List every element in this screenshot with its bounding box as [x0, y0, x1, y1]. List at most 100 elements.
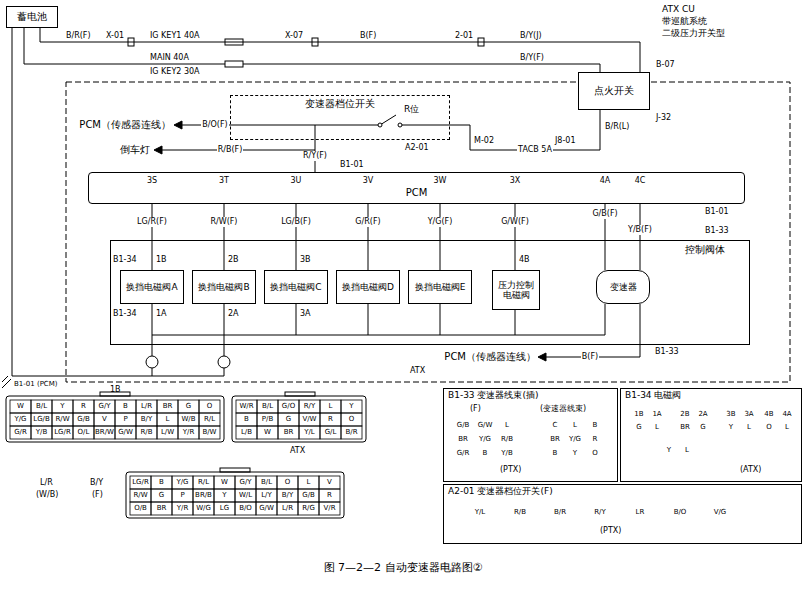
wire-label: (F)	[470, 404, 481, 413]
pin-cell	[256, 489, 277, 502]
pin-cell-label: R/B	[136, 426, 157, 439]
pin-cell	[130, 489, 151, 502]
pin-cell	[341, 400, 362, 413]
pin-cell-label: B/L	[257, 400, 278, 413]
wire-label: (F)	[92, 490, 103, 499]
arrow-head	[538, 353, 546, 361]
pin-cell-label: W	[10, 400, 31, 413]
wire-color-label: R/W(F)	[209, 217, 238, 226]
pin-cell-label: 2A	[694, 408, 712, 421]
wire-label: (ATX)	[740, 465, 761, 474]
pin-cell	[299, 413, 320, 426]
pin-cell-label: Y/G	[565, 432, 585, 446]
pin-cell-label: L/B	[236, 426, 257, 439]
pin-cell-label: G	[278, 413, 299, 426]
pin-cell-label: BR	[278, 426, 299, 439]
pin-cell-label: G/W	[115, 426, 136, 439]
pin-cell	[320, 400, 341, 413]
node-label: B1-34 电磁阀	[625, 390, 681, 400]
pin-cell	[214, 489, 235, 502]
pin-cell-label: L	[648, 421, 666, 434]
node-label: 换挡电磁阀A	[126, 282, 177, 292]
pin-cell	[278, 426, 299, 439]
pin-cell-label: G	[630, 421, 648, 434]
pin-cell	[236, 413, 257, 426]
pin-cell-label: Y/L	[460, 504, 500, 520]
pin-cell	[157, 400, 178, 413]
wire-label: 2A	[228, 309, 239, 318]
pin-cell	[257, 413, 278, 426]
pin-cell-label: R/G	[298, 502, 319, 515]
pin-cell-label: W	[214, 476, 235, 489]
pin-cell-label: Y	[341, 400, 362, 413]
pin-cell-label: BR/B	[193, 489, 214, 502]
pin-cell-label: Y/B	[496, 446, 518, 460]
wire-label: X-01	[106, 31, 124, 40]
range-switch-box: 变速器档位开关	[230, 95, 450, 140]
pin-cell	[73, 400, 94, 413]
pin-cell-label: O	[760, 421, 778, 434]
pin-cell-label: R/L	[199, 413, 220, 426]
wire-connector	[440, 204, 441, 270]
wire-label: 3B	[300, 255, 311, 264]
pin-cell-label: L	[740, 421, 758, 434]
pin-cell	[236, 400, 257, 413]
wire-label: (W/B)	[36, 490, 58, 499]
pin-cell	[151, 502, 172, 515]
pin-cell-label: B/O	[235, 502, 256, 515]
pin-cell	[235, 489, 256, 502]
pin-cell	[10, 413, 31, 426]
pin-cell	[157, 413, 178, 426]
wire-label: B/Y(J)	[520, 31, 542, 40]
pin-cell-label: O/L	[73, 426, 94, 439]
wire-label: 4B	[519, 255, 530, 264]
wire-label: B1-33	[655, 347, 679, 356]
pin-cell-label: Y	[214, 489, 235, 502]
pin-cell-label: L/W	[157, 426, 178, 439]
pin-cell	[278, 400, 299, 413]
solenoid-box: 换挡电磁阀B	[192, 270, 256, 304]
pin-cell	[235, 476, 256, 489]
wire-label: 3A	[300, 309, 311, 318]
pin-cell-label: O	[199, 400, 220, 413]
wire-label: 4A	[600, 176, 611, 185]
node-label: B1-33 变速器线束(插)	[448, 390, 538, 400]
pin-cell	[52, 426, 73, 439]
pin-cell-label: R/Y	[299, 400, 320, 413]
pin-cell-label: W/B	[178, 413, 199, 426]
wire-label: (PTX)	[500, 465, 521, 474]
node-label: 换挡电磁阀B	[198, 282, 249, 292]
connector-panel: B1-33 变速器线束(插)	[443, 388, 618, 482]
pin-cell-label: G/B	[298, 489, 319, 502]
pin-cell	[298, 476, 319, 489]
pin-cell	[341, 426, 362, 439]
pin-cell-label: W/L	[235, 489, 256, 502]
pin-cell-label: L	[778, 421, 796, 434]
wire-label: 3V	[363, 176, 374, 185]
pin-cell	[151, 489, 172, 502]
pin-cell-label: L/R	[136, 400, 157, 413]
solenoid-box: 换挡电磁阀C	[264, 270, 328, 304]
pin-cell-label: G	[151, 489, 172, 502]
pin-cell	[115, 400, 136, 413]
wire-label: A2-01	[405, 143, 429, 152]
pin-cell	[136, 413, 157, 426]
connector-outline	[126, 472, 344, 518]
fuse-symbol	[225, 61, 243, 67]
pin-cell	[277, 489, 298, 502]
pin-cell-label: R	[73, 400, 94, 413]
pin-cell-label: B/W	[199, 426, 220, 439]
pin-cell-label: B/Y	[136, 413, 157, 426]
pin-cell-label: G/W	[474, 418, 496, 432]
pin-cell	[10, 426, 31, 439]
pin-cell-label: Y	[52, 400, 73, 413]
node-label: 点火开关	[594, 85, 634, 97]
pin-cell-label: O	[585, 446, 605, 460]
pcm-band: PCM	[88, 172, 745, 204]
pin-cell	[172, 489, 193, 502]
connector-outline	[6, 396, 224, 442]
pin-cell-label: Y	[722, 421, 740, 434]
pin-circle	[146, 356, 158, 368]
pin-cell-label: G/B	[452, 418, 474, 432]
pin-cell	[31, 413, 52, 426]
